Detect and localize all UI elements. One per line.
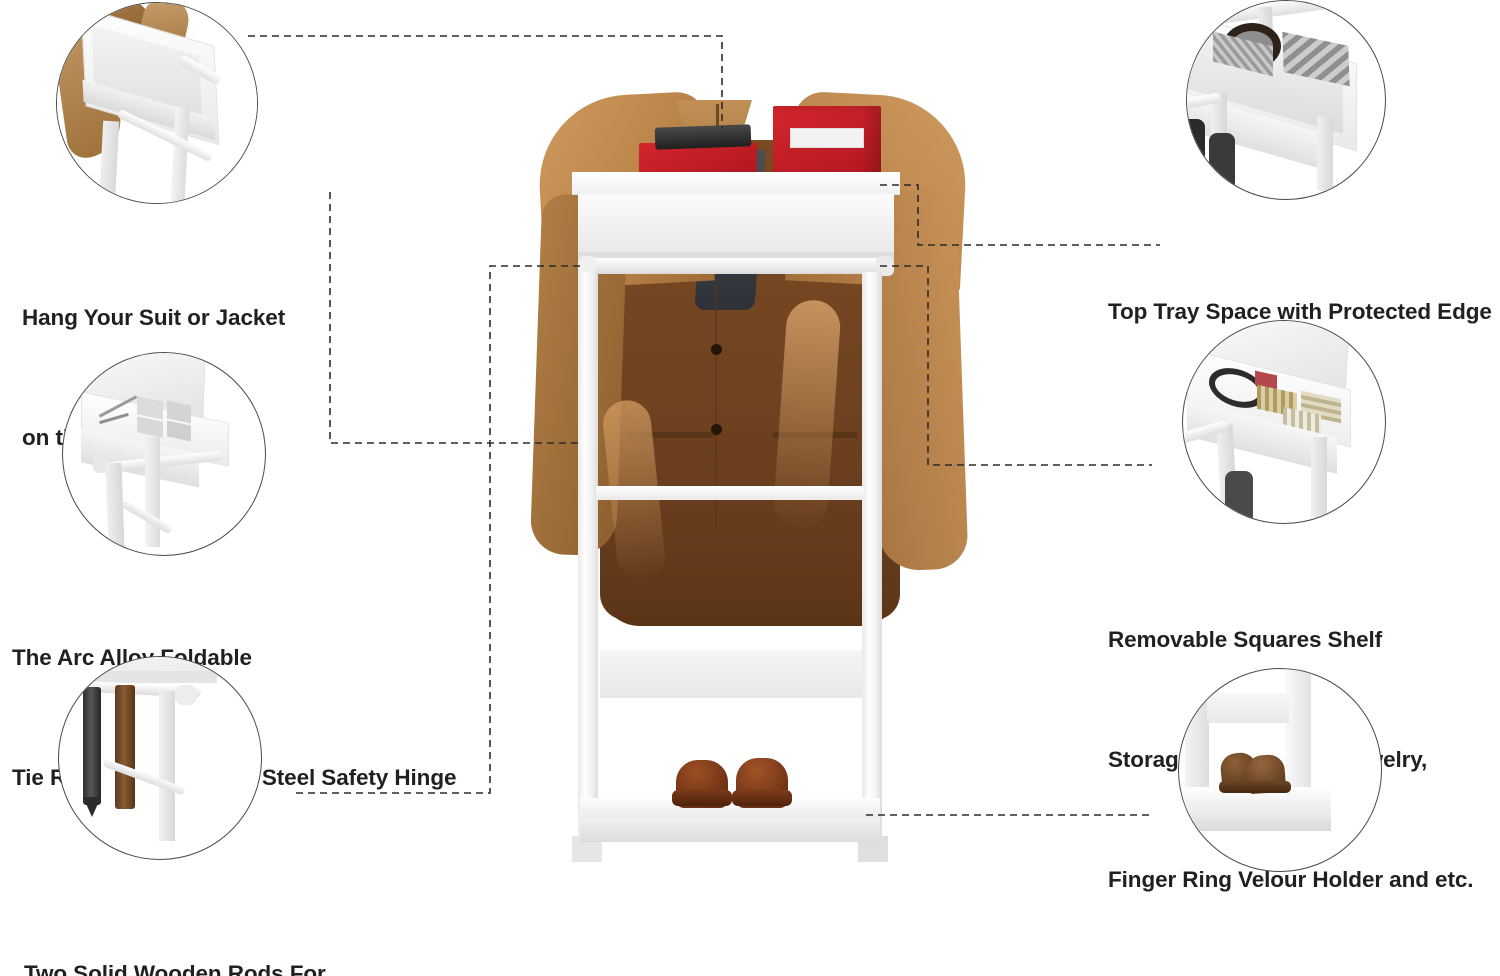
bottom-shoe-shelf-top: [580, 798, 880, 818]
callout-top-tray[interactable]: Top Tray Space with Protected Edge: [1108, 0, 1492, 324]
jacket-pocket-left: [628, 432, 714, 438]
arc-alloy-bubble: [62, 352, 266, 556]
jacket-button-top: [711, 344, 722, 355]
top-tray-underside: [578, 252, 894, 260]
callout-removable-shelf[interactable]: Removable Squares Shelf Storage: Key, Wa…: [1108, 312, 1490, 892]
open-lid-divided-tray-hinge-photo: [63, 353, 265, 555]
jacket-hem: [600, 586, 900, 626]
top-tray-rim: [572, 172, 900, 194]
callout-bottom-shelf[interactable]: Bottom Shoe Shelf: Entrance Porch to Sto…: [1106, 660, 1488, 976]
hang-suit-bubble: [56, 2, 258, 204]
caption-line: Removable Squares Shelf: [1108, 627, 1383, 652]
caption-line: Two Solid Wooden Rods For: [24, 961, 326, 976]
caption-line: Hang Your Suit or Jacket: [22, 305, 286, 330]
valet-top-tray-with-jacket-shoulders-photo: [57, 3, 257, 203]
black-belt: [654, 124, 752, 150]
top-tray-box: [578, 194, 894, 252]
top-tray-caption: Top Tray Space with Protected Edge: [1108, 212, 1500, 412]
red-book-label: [790, 128, 864, 148]
caption-line: Bottom Shoe Shelf: Entrance: [1106, 968, 1500, 976]
caption-line: Top Tray Space with Protected Edge: [1108, 299, 1492, 324]
rod-cap-left: [578, 256, 596, 276]
two-wooden-rods-with-belts-photo: [59, 657, 261, 859]
lower-back-panel: [600, 650, 862, 698]
callout-wooden-rods[interactable]: Two Solid Wooden Rods For Towel-Hanging,…: [24, 650, 396, 976]
open-tray-with-jewelry-compartments-photo: [1183, 321, 1385, 523]
shoe-left-sole: [672, 790, 732, 806]
wooden-rods-bubble: [58, 656, 262, 860]
bottom-shelf-with-brown-shoes-photo: [1179, 669, 1381, 871]
callout-arc-alloy[interactable]: The Arc Alloy Foldable Tie Rods and Stai…: [12, 330, 456, 790]
removable-shelf-bubble: [1182, 320, 1386, 524]
wooden-rods-caption: Two Solid Wooden Rods For Towel-Hanging,…: [24, 874, 504, 976]
jacket-button-bottom: [711, 424, 722, 435]
caption-line: Finger Ring Velour Holder and etc.: [1108, 867, 1474, 892]
bottom-shelf-caption: Bottom Shoe Shelf: Entrance Porch to Sto…: [1106, 888, 1500, 976]
callout-hang-suit[interactable]: Hang Your Suit or Jacket on the Clothes …: [22, 0, 348, 450]
bottom-shelf-bubble: [1178, 668, 1382, 872]
top-tray-bubble: [1186, 0, 1386, 200]
shoe-right-sole: [732, 790, 792, 806]
middle-cross-rail: [596, 486, 864, 500]
frame-post-left: [578, 272, 598, 852]
upper-hanging-rod: [584, 258, 888, 274]
top-tray-with-watch-and-wallet-photo: [1187, 1, 1385, 199]
jacket-placket: [715, 285, 717, 530]
bottom-shoe-shelf-edge: [580, 818, 880, 842]
frame-post-right: [862, 272, 882, 852]
